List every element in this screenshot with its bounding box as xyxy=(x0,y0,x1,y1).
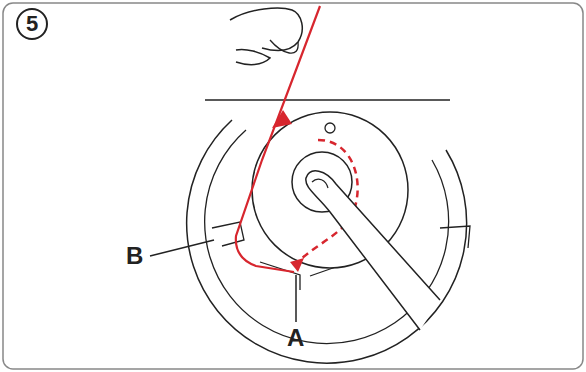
pressing-finger xyxy=(306,171,440,330)
leader-a xyxy=(295,275,297,322)
hand-finger xyxy=(236,49,270,64)
callout-letter: A xyxy=(287,326,304,350)
plate-edge xyxy=(205,99,450,101)
callout-letter: B xyxy=(126,244,143,268)
slot-right xyxy=(440,226,470,248)
hole xyxy=(325,123,335,133)
leader-b xyxy=(150,240,214,256)
step-circle: 5 xyxy=(16,8,48,40)
hand-nail xyxy=(270,40,298,53)
frame xyxy=(3,3,583,369)
thread-arrow xyxy=(272,110,292,128)
step-number: 5 xyxy=(26,13,38,35)
thread-dash-arrow xyxy=(290,258,304,272)
hand-thumb xyxy=(230,8,302,50)
finger-nail xyxy=(312,179,328,188)
